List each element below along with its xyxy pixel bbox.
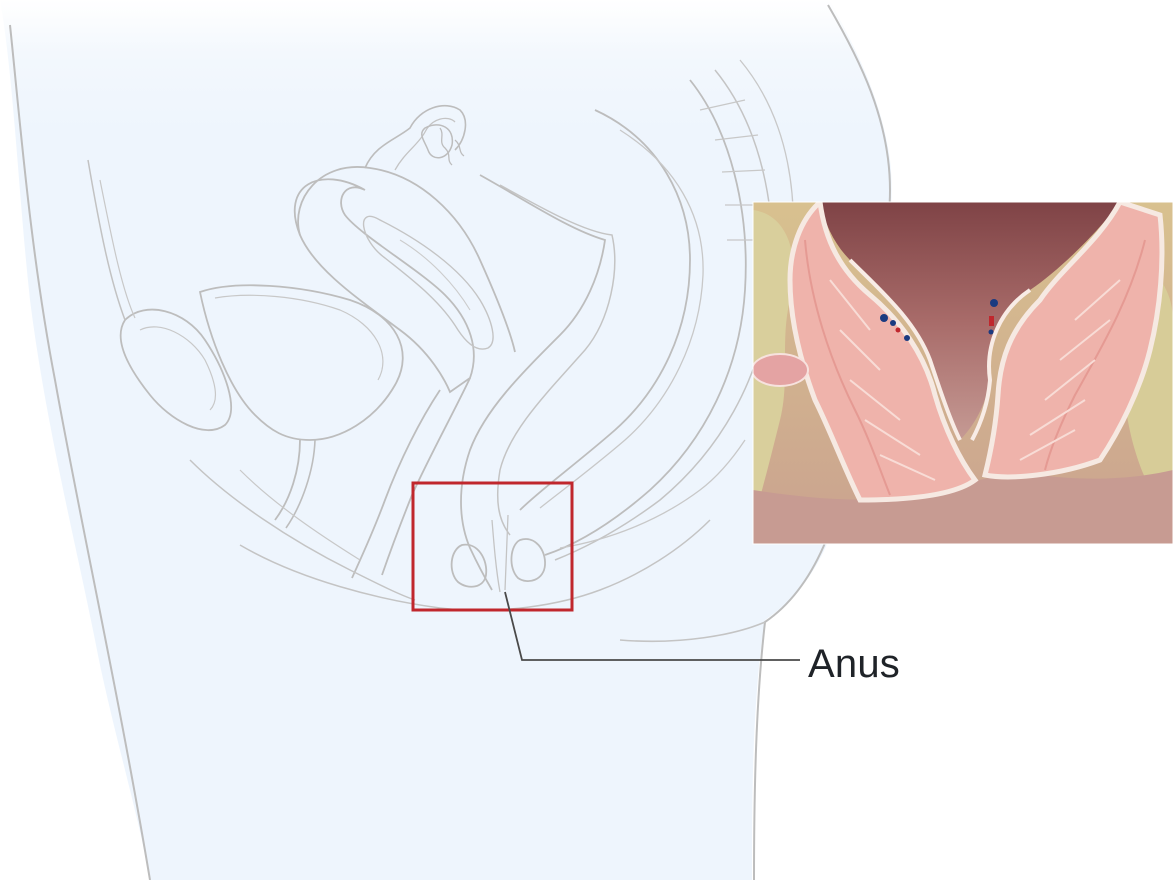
anus-label: Anus (808, 640, 900, 688)
anal-canal-inset (752, 202, 1173, 544)
